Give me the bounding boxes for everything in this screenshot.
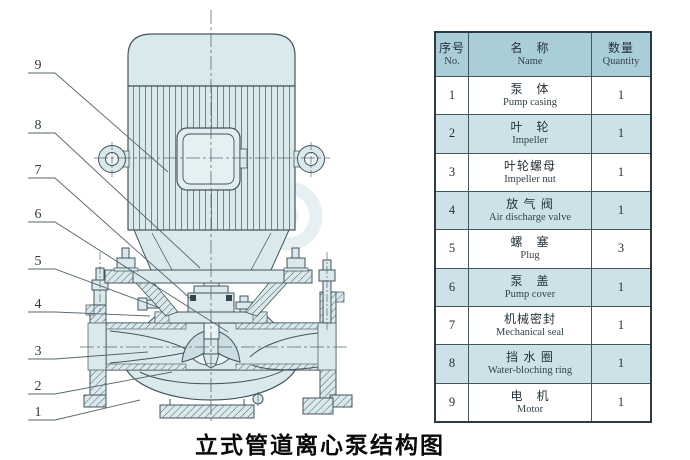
lifting-eye-left bbox=[98, 142, 130, 177]
pump-cross-section-diagram: 9 8 7 6 5 4 3 2 1 bbox=[28, 10, 353, 424]
part-number: 4 bbox=[448, 203, 456, 218]
motor-cap bbox=[127, 33, 296, 87]
header-name: 名 称 Name bbox=[469, 33, 592, 76]
table-row: 5 螺 塞 Plug 3 bbox=[436, 230, 650, 269]
plate-bolt-left bbox=[113, 247, 139, 272]
part-name-en: Impeller bbox=[512, 135, 548, 147]
part-quantity: 1 bbox=[617, 318, 625, 333]
parts-table: 序号 No. 名 称 Name 数量 Quantity 1 泵 体 Pump c… bbox=[434, 31, 652, 423]
pump-drawing-svg: 9 8 7 6 5 4 3 2 1 bbox=[28, 10, 353, 424]
centerlines bbox=[80, 10, 348, 424]
table-row: 9 电 机 Motor 1 bbox=[436, 383, 650, 421]
part-number: 9 bbox=[448, 394, 456, 409]
plug-bolt bbox=[318, 252, 336, 332]
lifting-eye-right bbox=[293, 142, 325, 177]
part-name-en: Pump casing bbox=[503, 97, 557, 109]
part-quantity: 1 bbox=[617, 164, 625, 179]
part-number: 1 bbox=[448, 88, 456, 103]
air-discharge-valve bbox=[91, 252, 109, 312]
part-quantity: 1 bbox=[617, 394, 625, 409]
callout-numbers: 9 8 7 6 5 4 3 2 1 bbox=[35, 58, 42, 420]
motor-nameplate bbox=[176, 127, 248, 191]
callout-8: 8 bbox=[35, 118, 42, 133]
part-name-en: Plug bbox=[520, 250, 540, 262]
suction-flange bbox=[83, 252, 109, 408]
part-name-zh: 挡 水 圈 bbox=[506, 350, 554, 365]
table-row: 1 泵 体 Pump casing 1 bbox=[436, 77, 650, 116]
part-quantity: 1 bbox=[617, 88, 625, 103]
part-name-zh: 机械密封 bbox=[503, 312, 556, 327]
discharge-flange bbox=[317, 252, 353, 408]
part-name-zh: 电 机 bbox=[510, 388, 550, 403]
table-row: 2 叶 轮 Impeller 1 bbox=[436, 115, 650, 154]
part-name-en: Impeller nut bbox=[504, 173, 556, 185]
part-number: 8 bbox=[448, 356, 456, 371]
part-name-zh: 叶轮螺母 bbox=[503, 158, 556, 173]
part-number: 5 bbox=[448, 241, 456, 256]
part-name-en: Air discharge valve bbox=[488, 212, 572, 224]
header-quantity: 数量 Quantity bbox=[602, 41, 640, 67]
table-row: 4 放 气 阀 Air discharge valve 1 bbox=[436, 191, 650, 231]
part-name-zh: 叶 轮 bbox=[510, 120, 550, 135]
callout-6: 6 bbox=[35, 207, 42, 222]
plate-bolt-right bbox=[283, 247, 309, 272]
pump-base bbox=[159, 397, 334, 419]
part-name-en: Pump cover bbox=[504, 288, 556, 300]
part-quantity: 1 bbox=[617, 279, 625, 294]
part-name-zh: 放 气 阀 bbox=[506, 197, 554, 212]
figure-title: 立式管道离心泵结构图 bbox=[195, 432, 445, 458]
part-quantity: 1 bbox=[617, 126, 625, 141]
callout-9: 9 bbox=[35, 58, 42, 73]
callout-leaders bbox=[28, 72, 229, 421]
table-header-row: 序号 No. 名 称 Name 数量 Quantity bbox=[436, 33, 650, 77]
part-number: 6 bbox=[448, 279, 456, 294]
header-no: 序号 No. bbox=[436, 33, 469, 76]
callout-2: 2 bbox=[35, 379, 42, 394]
part-name-en: Water-bloching ring bbox=[487, 365, 573, 377]
part-quantity: 1 bbox=[617, 203, 625, 218]
part-name-zh: 螺 塞 bbox=[510, 235, 550, 250]
table-row: 3 叶轮螺母 Impeller nut 1 bbox=[436, 153, 650, 192]
callout-1: 1 bbox=[35, 405, 42, 420]
table-row: 6 泵 盖 Pump cover 1 bbox=[436, 268, 650, 307]
part-quantity: 1 bbox=[617, 356, 625, 371]
callout-5: 5 bbox=[35, 254, 42, 269]
part-name-zh: 泵 体 bbox=[510, 82, 550, 97]
callout-4: 4 bbox=[35, 297, 42, 312]
part-number: 7 bbox=[448, 318, 456, 333]
table-row: 7 机械密封 Mechanical seal 1 bbox=[436, 306, 650, 346]
callout-7: 7 bbox=[35, 163, 42, 178]
part-number: 2 bbox=[448, 126, 456, 141]
part-name-en: Motor bbox=[516, 403, 544, 415]
part-name-en: Mechanical seal bbox=[496, 327, 564, 339]
table-row: 8 挡 水 圈 Water-bloching ring 1 bbox=[436, 345, 650, 384]
part-name-zh: 泵 盖 bbox=[510, 273, 550, 288]
part-quantity: 3 bbox=[617, 241, 625, 256]
part-number: 3 bbox=[448, 164, 456, 179]
motor bbox=[98, 33, 325, 271]
callout-3: 3 bbox=[35, 344, 42, 359]
